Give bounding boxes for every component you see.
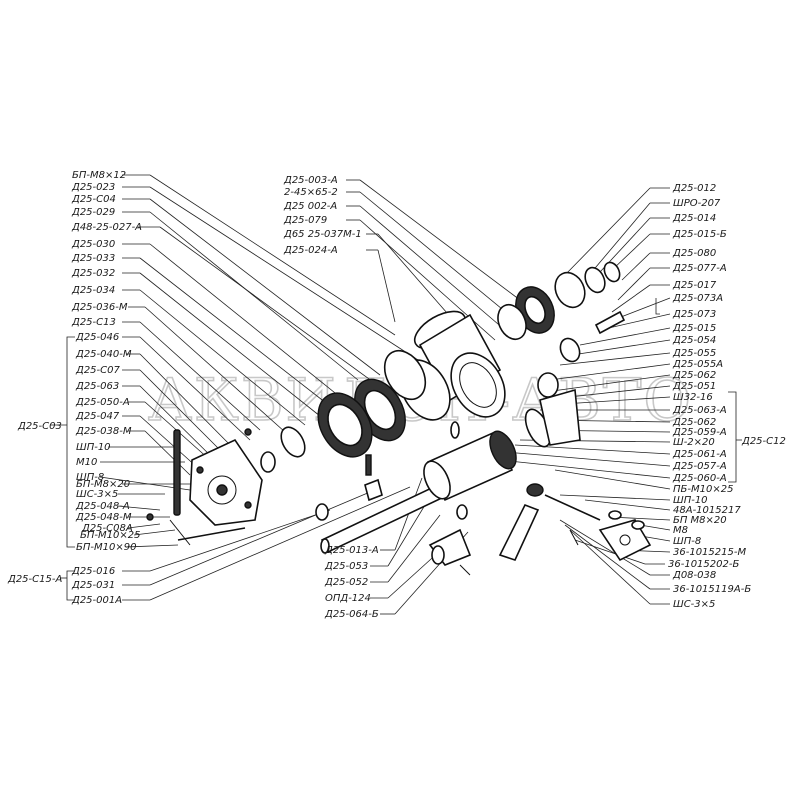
cover-plate [146, 428, 263, 546]
group-label-left-a: Д25-С03 [17, 421, 62, 432]
part-label: Д25-048-М [75, 512, 132, 523]
part-label: ШП-8 [76, 472, 104, 483]
part-label: Д25-055А [672, 359, 723, 370]
part-label: Д25-003-А [283, 175, 338, 186]
part-label: Д25-057-А [672, 461, 727, 472]
part-label: Д25-053 [324, 561, 368, 572]
part-label: Д25-014 [672, 213, 716, 224]
lever-part [498, 483, 652, 562]
part-label: 36-1015215-М [673, 547, 746, 558]
part-label: Д25-023 [71, 182, 115, 193]
part-label: Д25-063-А [672, 405, 727, 416]
part-label: Д25-016 [71, 566, 115, 577]
part-label: БП-М8×12 [72, 170, 126, 181]
part-label: Д25-051 [672, 381, 716, 392]
part-label: Д25-036-М [71, 302, 128, 313]
part-label: Д25-031 [71, 580, 115, 591]
part-label: Д25-017 [672, 280, 717, 291]
part-label: Д25-080 [672, 248, 716, 259]
part-label: Д25-С07 [75, 365, 120, 376]
shaft-part [315, 454, 448, 554]
part-label: ШП-10 [673, 495, 708, 506]
part-label: Д25-013-А [324, 545, 379, 556]
part-label: Д25-047 [75, 411, 120, 422]
drum-part [423, 408, 552, 502]
part-label: Д25-063 [75, 381, 119, 392]
part-label: 36-1015119А-Б [673, 584, 751, 595]
part-label: Д25-034 [71, 285, 115, 296]
gear-rings [260, 349, 427, 473]
part-label: Д25-С13 [71, 317, 116, 328]
part-label: Д25-024-А [283, 245, 338, 256]
part-label: Д25-062 [672, 417, 716, 428]
part-label: Д25-062 [672, 370, 716, 381]
part-label: Д25-040-М [75, 349, 132, 360]
part-label: Д25-038-М [75, 426, 132, 437]
part-label: ШП-8 [673, 536, 701, 547]
group-label-right: Д25-С12 [741, 436, 786, 447]
part-label: Д25-015-Б [672, 229, 727, 240]
part-label: Д25-054 [672, 335, 716, 346]
part-label: Д25-048-А [75, 501, 130, 512]
part-label: Д25-030 [71, 239, 115, 250]
part-label: Д25-060-А [672, 473, 727, 484]
part-label: ОПД-124 [325, 593, 371, 604]
part-label: ШРО-207 [673, 198, 721, 209]
part-label: Д25-032 [71, 268, 115, 279]
part-label: Д25-052 [324, 577, 368, 588]
part-label: БП М8×20 [673, 515, 727, 526]
part-label: ШП-10 [76, 442, 111, 453]
part-label: Д25-055 [672, 348, 716, 359]
part-label: Д08-038 [672, 570, 716, 581]
bearing-group [497, 261, 626, 446]
part-label: Д25-077-А [672, 263, 727, 274]
part-label: БП-М10×25 [80, 530, 140, 541]
part-label: ШС-3×5 [673, 599, 715, 610]
part-label: Д25-001А [71, 595, 122, 606]
part-label: Д25-015 [672, 323, 716, 334]
part-label: Д25-059-А [672, 427, 727, 438]
part-label: Д25-073А [672, 293, 723, 304]
part-label: БП-М8×20 [76, 479, 130, 490]
part-label: Д48-25-027-А [71, 222, 142, 233]
part-label: Д25-С04 [71, 194, 116, 205]
part-label: Д25-033 [71, 253, 115, 264]
part-label: Д25 002-А [283, 201, 337, 212]
part-label: 2-45×65-2 [284, 187, 338, 198]
part-label: Д25-046 [75, 332, 119, 343]
fork-part [428, 504, 472, 576]
leader-lines [50, 174, 742, 615]
part-label: ПБ-М10×25 [673, 484, 733, 495]
part-label: Ш-2×20 [673, 437, 715, 448]
part-label: М10 [76, 457, 97, 468]
part-label: Д25-064-Б [324, 609, 379, 620]
part-label: Д25-073 [672, 309, 716, 320]
part-label: Д25-079 [283, 215, 327, 226]
part-label: Ш32-16 [673, 392, 713, 403]
part-label: БП-М10×90 [76, 542, 136, 553]
part-label: 36-1015202-Б [668, 559, 739, 570]
part-label: М8 [673, 525, 688, 536]
group-label-left-b: Д25-С15-А [7, 574, 62, 585]
part-label: Д25-029 [71, 207, 115, 218]
part-label: Д25-С08А [81, 523, 133, 534]
part-label: ШС-3×5 [76, 489, 118, 500]
part-label: 48А-1015217 [673, 505, 741, 516]
part-label: Д65 25-037М-1 [283, 229, 362, 240]
part-label: Д25-050-А [75, 397, 130, 408]
parts [146, 261, 652, 576]
part-label: Д25-012 [672, 183, 716, 194]
part-labels: БП-М8×12Д25-023Д25-С04Д25-029Д48-25-027-… [71, 170, 751, 620]
part-label: Д25-061-А [672, 449, 727, 460]
